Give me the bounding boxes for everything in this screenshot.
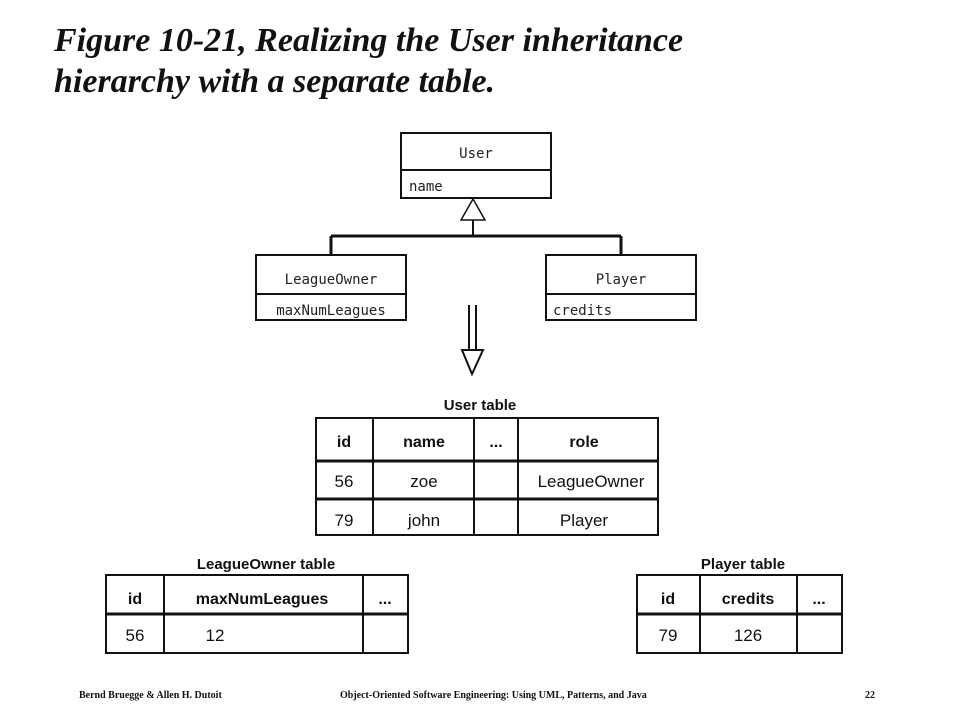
footer-book-title: Object-Oriented Software Engineering: Us… [340, 690, 647, 701]
uml-class-player-attribute: credits [553, 303, 612, 319]
uml-class-user-attribute: name [409, 179, 443, 195]
slide-title-line-1: Figure 10-21, Realizing the User inherit… [54, 22, 684, 59]
user-table-caption: User table [444, 397, 517, 414]
generalization-connector [329, 197, 623, 255]
user-table-header-more: ... [489, 434, 502, 451]
generalization-arrowhead [459, 197, 487, 221]
uml-class-user: User name [400, 132, 552, 199]
league-owner-table: LeagueOwner table id maxNumLeagues ... 5… [105, 556, 409, 654]
user-table-row-2-name: john [407, 511, 440, 530]
player-table-header-more: ... [812, 591, 825, 608]
league-owner-table-header-max-num-leagues: maxNumLeagues [196, 591, 329, 608]
user-table-row-2-role: Player [560, 511, 609, 530]
footer-authors: Bernd Bruegge & Allen H. Dutoit [79, 690, 222, 701]
user-table-row-1-role: LeagueOwner [538, 472, 645, 491]
user-table-row-1-id: 56 [335, 472, 354, 491]
uml-class-league-owner: LeagueOwner maxNumLeagues [255, 254, 407, 321]
uml-class-player-name: Player [596, 272, 647, 288]
user-table-header-role: role [569, 434, 598, 451]
user-table: User table id name ... role 56 zoe Leagu… [315, 397, 659, 536]
uml-class-league-owner-name: LeagueOwner [285, 272, 378, 288]
player-table: Player table id credits ... 79 126 [636, 556, 843, 654]
player-table-caption: Player table [701, 556, 785, 573]
uml-class-league-owner-attribute: maxNumLeagues [276, 303, 386, 319]
user-table-header-name: name [403, 434, 445, 451]
player-table-header-credits: credits [722, 591, 775, 608]
uml-class-player: Player credits [545, 254, 697, 321]
mapping-arrow [460, 305, 485, 377]
league-owner-table-header-id: id [128, 591, 142, 608]
footer-page-number: 22 [865, 690, 875, 701]
uml-class-user-name: User [459, 146, 493, 162]
user-table-header-id: id [337, 434, 351, 451]
player-table-header-id: id [661, 591, 675, 608]
player-table-row-1-id: 79 [659, 626, 678, 645]
league-owner-table-caption: LeagueOwner table [197, 556, 335, 573]
user-table-row-2-id: 79 [335, 511, 354, 530]
league-owner-table-row-1-max-num-leagues: 12 [206, 626, 225, 645]
league-owner-table-header-more: ... [378, 591, 391, 608]
league-owner-table-row-1-id: 56 [126, 626, 145, 645]
player-table-row-1-credits: 126 [734, 626, 762, 645]
slide-title: Figure 10-21, Realizing the User inherit… [54, 20, 934, 102]
slide-title-line-2: hierarchy with a separate table. [54, 63, 496, 100]
user-table-row-1-name: zoe [410, 472, 437, 491]
